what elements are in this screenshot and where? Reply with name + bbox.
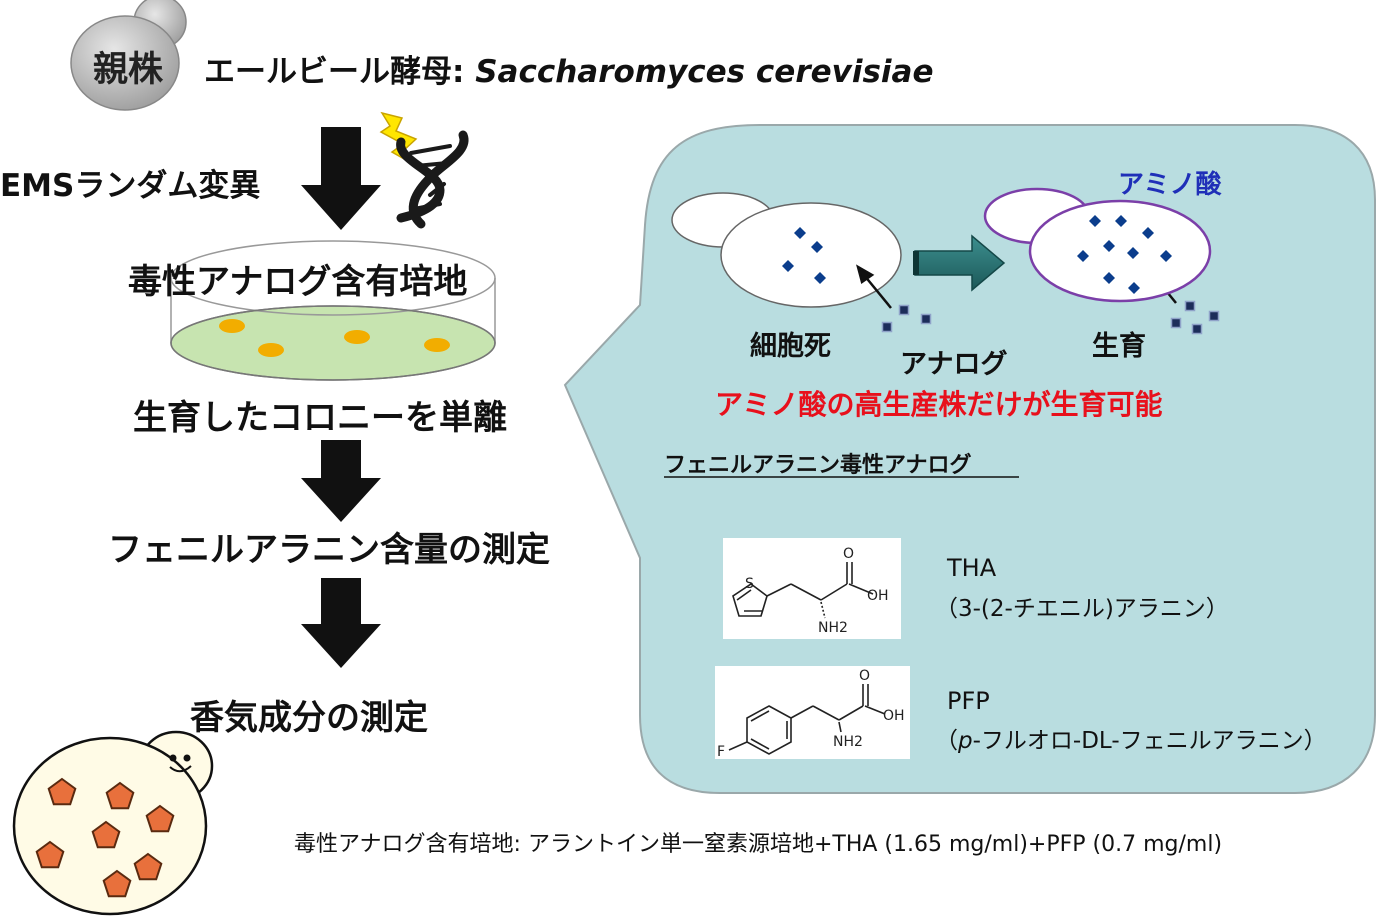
analog-molecule (898, 304, 910, 316)
analog-label: アナログ (900, 349, 1008, 380)
tha-abbr: THA (947, 554, 997, 582)
aroma-compound (145, 804, 175, 833)
oxygen-atom: O (859, 668, 870, 684)
analog-heading: フェニルアラニン毒性アナログ (664, 453, 972, 478)
tha-name: （3-(2-チエニル)アラニン） (935, 596, 1229, 622)
yeast-cell-growth (983, 187, 1212, 303)
amino-acid-molecule (1089, 215, 1101, 227)
uptake-arrow (856, 264, 892, 309)
aroma-compound (91, 820, 121, 849)
amino-acid-molecule (1160, 250, 1172, 262)
amino-acid-label: アミノ酸 (1118, 170, 1222, 200)
parent-strain-title: エールビール酵母: Saccharomyces cerevisiae (204, 46, 934, 91)
tha-structure: S O OH NH2 (723, 538, 901, 639)
process-arrow (301, 440, 381, 522)
aroma-compound (47, 777, 77, 806)
sulfur-atom: S (745, 576, 754, 592)
colony (258, 343, 284, 357)
selection-result: アミノ酸の高生産株だけが生育可能 (715, 388, 1163, 421)
pfp-name-prefix: （ (935, 728, 958, 754)
analog-molecule (1170, 317, 1182, 329)
step-isolate-colonies: 生育したコロニーを単離 (133, 398, 507, 438)
footnote: 毒性アナログ含有培地: アラントイン単一窒素源培地+THA (1.65 mg/m… (294, 832, 1223, 857)
aroma-compound (102, 869, 132, 898)
analog-molecule (1208, 310, 1220, 322)
colony (424, 338, 450, 352)
amino-acid-molecule (1128, 282, 1140, 294)
growth-label: 生育 (1092, 331, 1146, 362)
pfp-abbr: PFP (947, 687, 990, 715)
amino-acid-molecule (1115, 215, 1127, 227)
amino-acid-molecule (811, 241, 823, 253)
dna-helix-icon (396, 130, 469, 229)
analog-molecule (920, 313, 932, 325)
parent-strain-jp: エールビール酵母: (204, 54, 476, 90)
analog-molecule (1191, 323, 1203, 335)
aroma-compounds (35, 777, 175, 898)
amino-acid-molecules (782, 227, 826, 284)
analog-molecules (1170, 300, 1220, 335)
transition-arrow (913, 234, 1006, 292)
parent-yeast-badge (70, 0, 187, 111)
amino-group: NH2 (818, 620, 848, 636)
colony (219, 319, 245, 333)
step-measure-aroma: 香気成分の測定 (190, 698, 428, 738)
petri-dish (170, 240, 496, 381)
amino-acid-molecules (1077, 215, 1172, 294)
step-selection-medium: 毒性アナログ含有培地 (128, 262, 468, 302)
pfp-structure: F O OH NH2 (715, 666, 910, 759)
step-mutagenesis: EMSランダム変異 (0, 168, 261, 204)
process-arrow (301, 127, 381, 230)
amino-acid-molecule (814, 272, 826, 284)
analog-molecules (881, 304, 932, 333)
amino-group: NH2 (833, 734, 863, 750)
amino-acid-molecule (1103, 272, 1115, 284)
hydroxyl-group: OH (883, 708, 905, 724)
step-measure-phenylalanine: フェニルアラニン含量の測定 (108, 530, 550, 570)
amino-acid-molecule (794, 227, 806, 239)
pfp-name-rest: -フルオロ-DL-フェニルアラニン） (972, 728, 1327, 754)
aroma-compound (105, 781, 135, 810)
process-arrow (301, 578, 381, 668)
fluorine-atom: F (717, 744, 725, 759)
amino-acid-molecule (782, 260, 794, 272)
cell-death-label: 細胞死 (750, 331, 831, 362)
amino-acid-molecule (1103, 240, 1115, 252)
hydroxyl-group: OH (867, 588, 889, 604)
amino-acid-molecule (1077, 250, 1089, 262)
amino-acid-molecule (1127, 247, 1139, 259)
amino-acid-molecule (1142, 227, 1154, 239)
parent-strain-badge-label: 親株 (93, 50, 164, 90)
oxygen-atom: O (843, 546, 854, 562)
pfp-name-italic: p (958, 728, 973, 754)
species-name: Saccharomyces cerevisiae (475, 54, 934, 90)
pfp-name: （p-フルオロ-DL-フェニルアラニン） (935, 721, 1327, 755)
yeast-cell-death (671, 192, 902, 308)
analog-molecule (881, 321, 893, 333)
colony (344, 330, 370, 344)
analog-molecule (1184, 300, 1196, 312)
aroma-compound (35, 840, 65, 869)
aroma-compound (133, 852, 163, 881)
